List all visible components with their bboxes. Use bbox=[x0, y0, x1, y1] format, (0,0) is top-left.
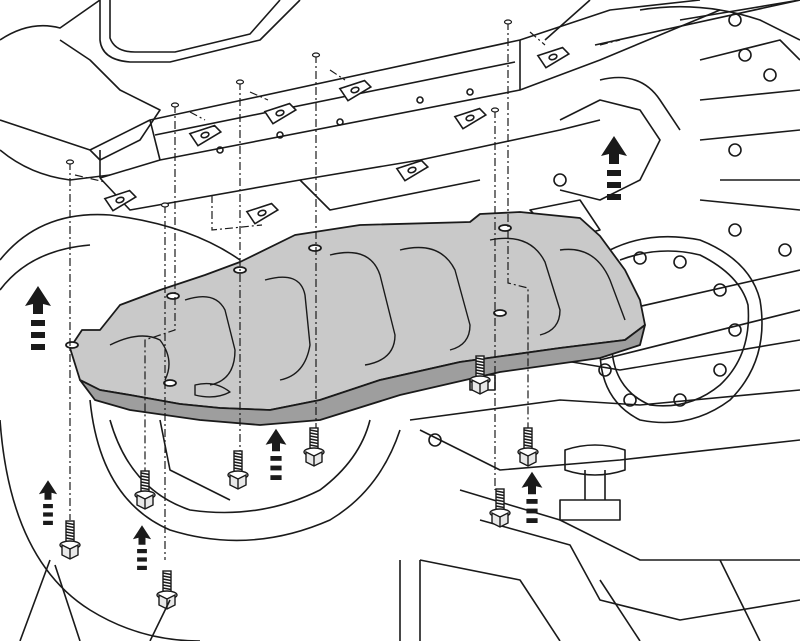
bolt-8 bbox=[469, 355, 491, 395]
bolt-7 bbox=[489, 488, 511, 528]
nut-clip-8 bbox=[453, 107, 488, 130]
nut-clips bbox=[103, 46, 571, 225]
bolt-4 bbox=[303, 427, 325, 467]
install-arrow-3 bbox=[132, 525, 152, 570]
bolt-2 bbox=[134, 470, 156, 510]
install-arrow-5 bbox=[521, 471, 543, 523]
skid-plate bbox=[65, 211, 646, 426]
bolt-6 bbox=[156, 570, 178, 610]
stabilizer-link bbox=[564, 444, 626, 476]
skid-plate-underside bbox=[79, 324, 646, 426]
leader-lines bbox=[19, 0, 800, 641]
wheel-rim bbox=[89, 399, 401, 542]
nut-clip-5 bbox=[536, 46, 571, 69]
install-arrow-6 bbox=[601, 136, 627, 200]
skid-plate-ribs bbox=[109, 237, 626, 398]
body-window-frame bbox=[99, 0, 301, 63]
nut-clip-2 bbox=[188, 124, 223, 147]
install-arrow-4 bbox=[265, 428, 287, 480]
nut-clip-4 bbox=[338, 79, 373, 102]
frame-holes bbox=[216, 88, 474, 154]
nut-clip-3 bbox=[263, 102, 298, 125]
body-panel bbox=[0, 0, 161, 161]
nut-clip-7 bbox=[245, 202, 280, 225]
install-arrow-2 bbox=[38, 480, 58, 525]
bolt-1 bbox=[59, 520, 81, 560]
shock-absorber bbox=[559, 99, 661, 201]
nut-clip-1 bbox=[103, 189, 138, 212]
install-arrow-1 bbox=[25, 286, 51, 350]
bolt-3 bbox=[227, 450, 249, 490]
bolts bbox=[59, 355, 539, 610]
frame-rail bbox=[89, 0, 701, 151]
bolt-5 bbox=[517, 427, 539, 467]
tire bbox=[0, 213, 241, 261]
nut-clip-6 bbox=[395, 159, 430, 182]
installation-arrows bbox=[25, 136, 627, 570]
alignment-lines bbox=[65, 19, 621, 560]
skid-plate-body bbox=[69, 211, 646, 411]
